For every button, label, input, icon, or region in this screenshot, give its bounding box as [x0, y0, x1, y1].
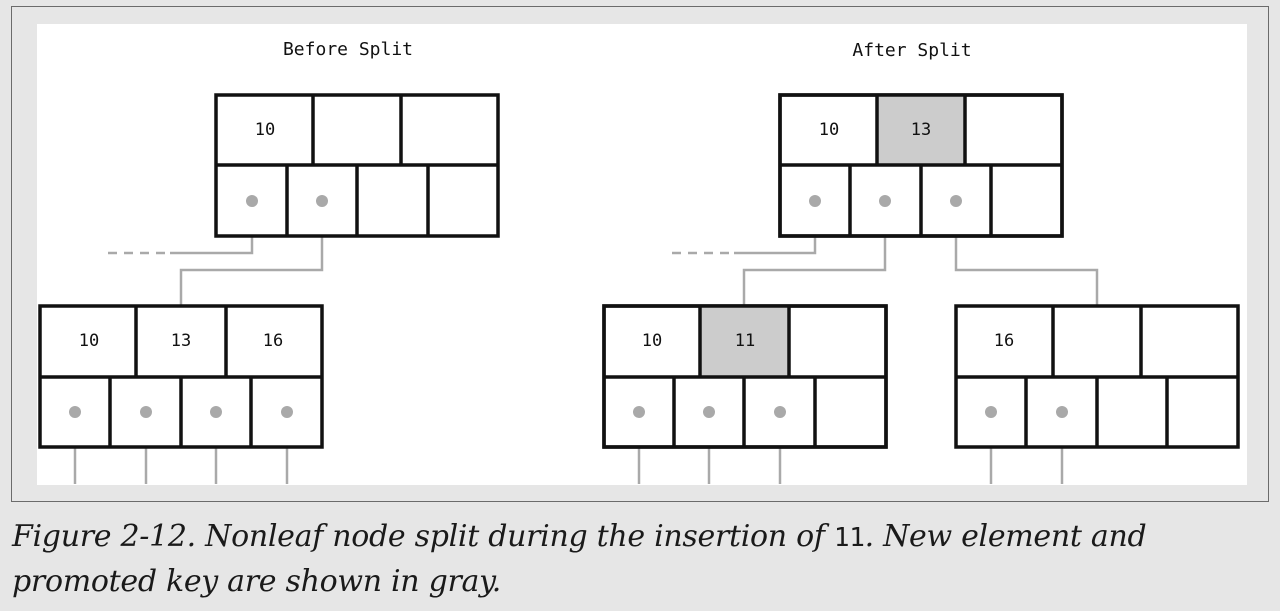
after-parent-node: 10 13	[778, 93, 1064, 238]
after-right-child-node: 16	[954, 304, 1240, 449]
caption-code: 11	[833, 523, 865, 553]
after-parent-promoted-cell	[877, 95, 965, 165]
caption-prefix: Figure 2-12. Nonleaf node split during t…	[12, 519, 834, 554]
after-left-key-2: 11	[735, 331, 755, 351]
after-right-pointer-dot-1	[985, 406, 997, 418]
after-parent-pointer-dot-3	[950, 195, 962, 207]
caption-suffix: . New element and promoted key are shown…	[12, 519, 1147, 599]
after-left-pointer-dot-2	[703, 406, 715, 418]
before-parent-key-1: 10	[255, 120, 275, 140]
after-parent-pointer-dot-2	[879, 195, 891, 207]
before-child-key-2: 13	[171, 331, 191, 351]
before-parent-pointer-dot-1	[246, 195, 258, 207]
after-parent-key-1: 10	[819, 120, 839, 140]
before-child-node: 10 13 16	[38, 304, 324, 449]
heading-before-split: Before Split	[283, 39, 413, 60]
before-child-pointer-dot-4	[281, 406, 293, 418]
after-left-pointer-dot-1	[633, 406, 645, 418]
after-parent-pointer-dot-1	[809, 195, 821, 207]
after-right-pointer-dot-2	[1056, 406, 1068, 418]
after-left-key-1: 10	[642, 331, 662, 351]
before-child-key-3: 16	[263, 331, 283, 351]
before-parent-node: 10	[214, 93, 500, 238]
after-parent-key-2: 13	[911, 120, 931, 140]
after-left-child-node: 10 11	[602, 304, 888, 449]
after-right-key-1: 16	[994, 331, 1014, 351]
before-child-key-1: 10	[79, 331, 99, 351]
before-child-pointer-dot-2	[140, 406, 152, 418]
before-child-pointer-dot-3	[210, 406, 222, 418]
after-left-new-element-cell	[700, 306, 789, 377]
after-left-pointer-dot-3	[774, 406, 786, 418]
before-child-pointer-dot-1	[69, 406, 81, 418]
b-tree-split-diagram: Before Split After Split 10 10 13	[38, 39, 1240, 484]
heading-after-split: After Split	[852, 40, 971, 61]
before-parent-pointer-dot-2	[316, 195, 328, 207]
figure-caption: Figure 2-12. Nonleaf node split during t…	[12, 515, 1262, 603]
